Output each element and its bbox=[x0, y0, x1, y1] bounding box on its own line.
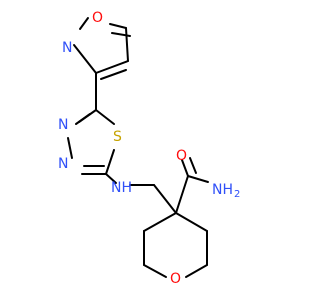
thiadiazole-nitrogen-label: N bbox=[58, 117, 68, 133]
isoxazole-oxygen-label: O bbox=[92, 10, 103, 26]
amide-nh2-subscript: 2 bbox=[234, 189, 240, 200]
bond bbox=[185, 264, 208, 278]
bond bbox=[175, 175, 189, 214]
bond bbox=[79, 17, 89, 30]
bond bbox=[111, 32, 131, 37]
bond bbox=[187, 175, 209, 183]
amide-nh2-label: NH bbox=[212, 182, 233, 198]
carbonyl-oxygen-label: O bbox=[176, 148, 187, 164]
bond bbox=[105, 173, 117, 184]
molecule-structure-canvas: O N N N S NH O NH 2 O bbox=[58, 10, 240, 287]
thiadiazole-sulfur-label: S bbox=[113, 129, 122, 145]
amine-nh-label: NH bbox=[111, 180, 132, 196]
bond bbox=[105, 149, 115, 175]
bond bbox=[189, 157, 197, 174]
bond bbox=[181, 159, 189, 177]
isoxazole-nitrogen-label: N bbox=[62, 40, 72, 56]
thiadiazole-nitrogen-label: N bbox=[58, 156, 68, 172]
bond bbox=[175, 212, 208, 232]
bond-layer bbox=[67, 17, 209, 278]
bond bbox=[73, 44, 97, 74]
bond bbox=[100, 69, 127, 80]
bond bbox=[95, 109, 115, 125]
bond bbox=[67, 137, 73, 159]
bond bbox=[75, 113, 91, 125]
bond bbox=[153, 184, 177, 214]
atom-label-layer: O N N N S NH O NH 2 O bbox=[58, 10, 240, 287]
bond bbox=[143, 264, 167, 278]
bond bbox=[125, 27, 129, 62]
bond bbox=[143, 212, 177, 232]
bond bbox=[95, 60, 129, 74]
pyran-oxygen-label: O bbox=[170, 271, 181, 287]
bond bbox=[109, 23, 127, 29]
